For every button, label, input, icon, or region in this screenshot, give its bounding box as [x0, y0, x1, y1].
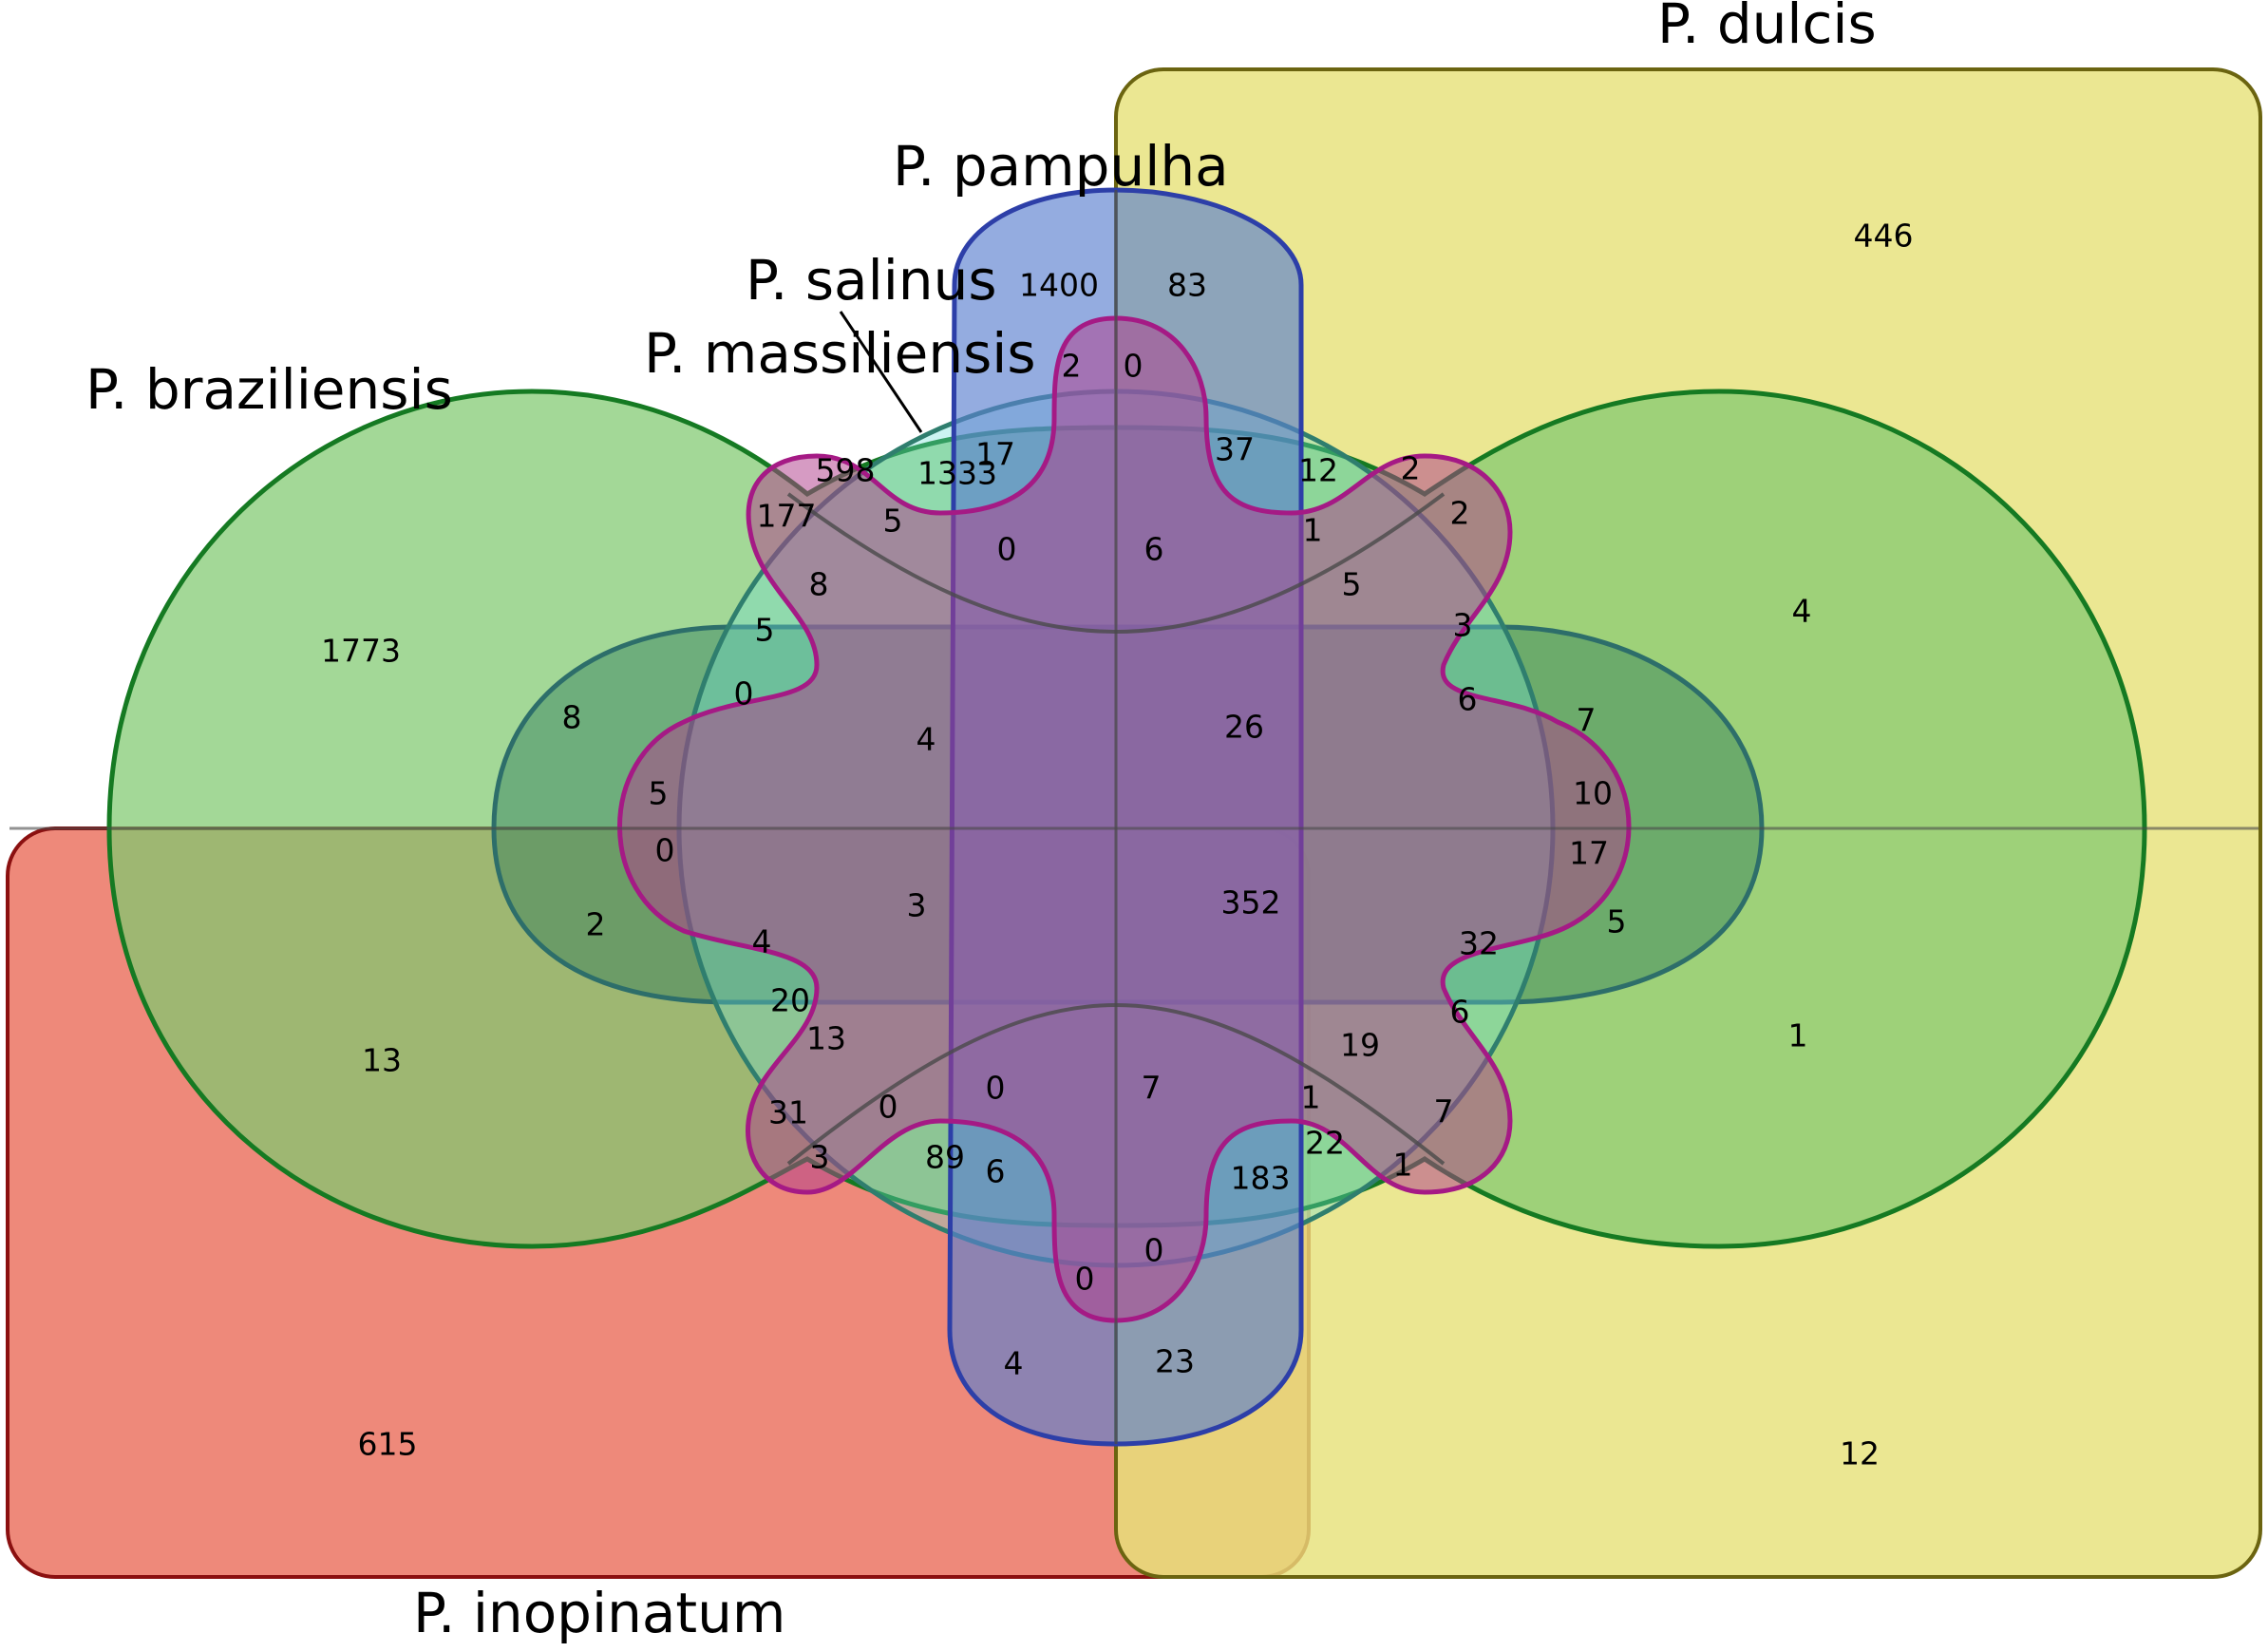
- count-label: 7: [1577, 702, 1597, 739]
- count-label: 83: [1167, 267, 1207, 304]
- count-label: 13: [806, 1020, 846, 1057]
- count-label: 12: [1840, 1435, 1880, 1472]
- count-label: 20: [770, 982, 810, 1019]
- count-label: 1773: [321, 633, 401, 670]
- count-label: 12: [1298, 452, 1338, 489]
- set-region-massiliensis: [617, 315, 1632, 1323]
- count-label: 1400: [1019, 267, 1099, 304]
- count-label: 32: [1459, 925, 1499, 962]
- count-label: 2: [1062, 348, 1082, 385]
- count-label: 8: [809, 566, 829, 603]
- count-label: 4: [752, 923, 772, 960]
- count-label: 2: [1450, 495, 1470, 532]
- count-label: 6: [986, 1153, 1006, 1190]
- count-label: 3: [1453, 607, 1473, 644]
- count-label: 0: [1124, 348, 1143, 385]
- count-label: 352: [1221, 884, 1281, 921]
- count-label: 31: [768, 1094, 808, 1131]
- count-label: 3: [810, 1139, 830, 1176]
- count-label: 37: [1215, 431, 1255, 468]
- count-label: 0: [655, 832, 675, 869]
- label-pampulha: P. pampulha: [893, 134, 1229, 199]
- count-label: 22: [1305, 1125, 1345, 1162]
- count-label: 4: [1792, 593, 1812, 630]
- count-label: 0: [997, 531, 1017, 568]
- count-label: 7: [1434, 1093, 1454, 1130]
- count-label: 1333: [917, 455, 997, 492]
- count-label: 615: [358, 1426, 418, 1463]
- count-label: 6: [1458, 681, 1478, 718]
- count-label: 0: [734, 675, 754, 712]
- count-label: 5: [1342, 566, 1362, 603]
- count-label: 598: [816, 452, 876, 489]
- count-label: 26: [1224, 709, 1264, 746]
- salinus-leader-line: [839, 311, 923, 433]
- count-label: 446: [1854, 218, 1914, 255]
- count-label: 17: [975, 436, 1015, 473]
- count-label: 1: [1303, 512, 1323, 549]
- label-massiliensis: P. massiliensis: [644, 321, 1036, 386]
- count-label: 13: [362, 1042, 402, 1079]
- count-label: 4: [1004, 1345, 1024, 1382]
- count-label: 23: [1155, 1343, 1195, 1380]
- count-label: 0: [879, 1089, 898, 1126]
- count-label: 5: [883, 503, 903, 540]
- label-salinus: P. salinus: [746, 248, 997, 313]
- label-dulcis: P. dulcis: [1657, 0, 1877, 56]
- count-label: 5: [755, 612, 775, 649]
- count-label: 5: [1607, 903, 1627, 940]
- label-braziliensis: P. braziliensis: [85, 357, 453, 422]
- label-inopinatum: P. inopinatum: [413, 1581, 785, 1645]
- count-label: 19: [1340, 1027, 1380, 1064]
- count-label: 6: [1450, 994, 1470, 1031]
- count-label: 1: [1393, 1147, 1413, 1184]
- count-label: 1: [1788, 1017, 1808, 1054]
- count-label: 177: [757, 498, 817, 535]
- count-label: 2: [1401, 450, 1421, 487]
- count-label: 8: [562, 699, 582, 736]
- count-label: 3: [907, 887, 927, 924]
- count-label: 5: [649, 775, 669, 812]
- count-label: 89: [925, 1139, 965, 1176]
- count-label: 17: [1569, 835, 1609, 872]
- count-label: 6: [1144, 531, 1164, 568]
- count-label: 7: [1142, 1070, 1162, 1107]
- count-label: 10: [1573, 775, 1613, 812]
- count-label: 2: [586, 906, 606, 943]
- count-label: 183: [1231, 1160, 1291, 1197]
- count-label: 4: [917, 721, 936, 758]
- count-label: 0: [986, 1070, 1006, 1107]
- count-label: 0: [1075, 1261, 1095, 1298]
- count-label: 1: [1301, 1079, 1321, 1116]
- count-label: 0: [1144, 1232, 1164, 1269]
